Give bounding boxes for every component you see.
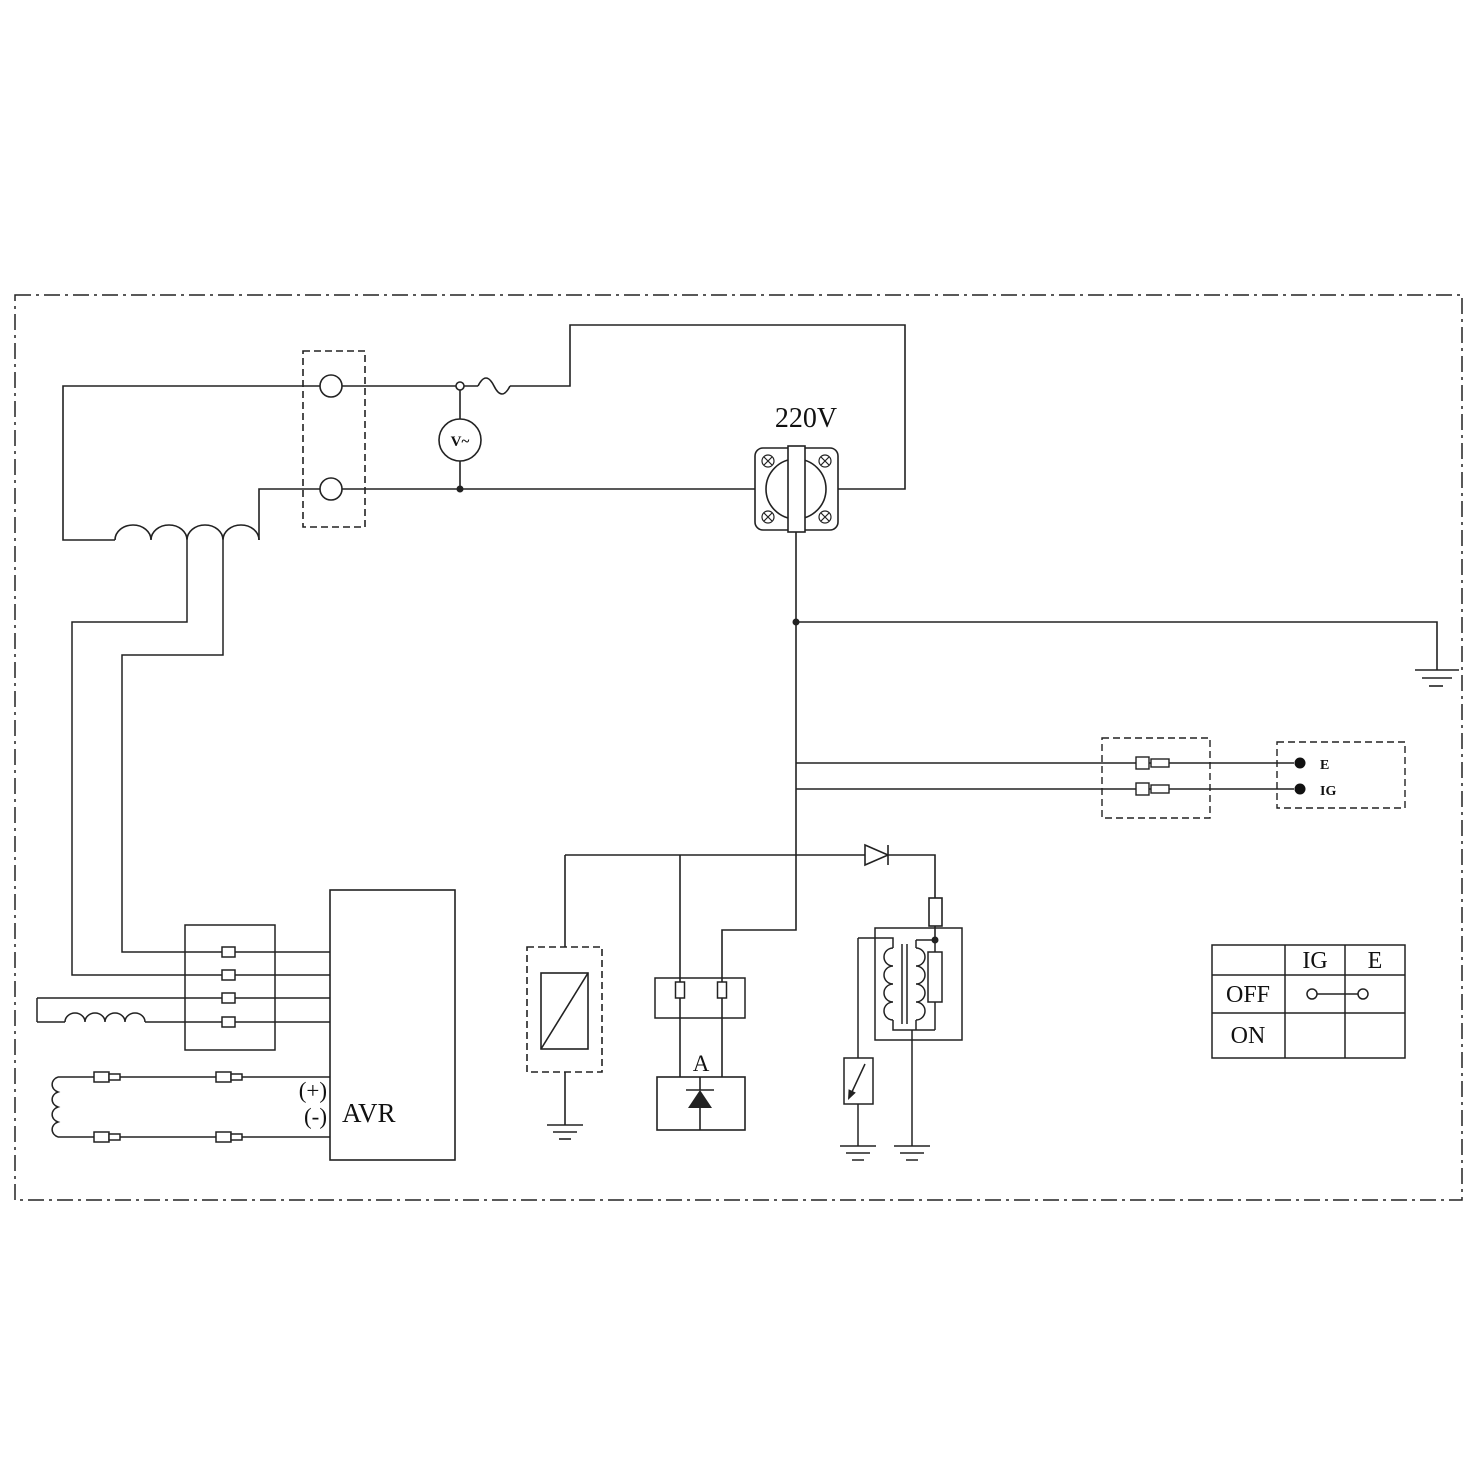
diode-icon — [864, 843, 891, 867]
earth-rail — [796, 621, 1459, 687]
fuse-icon — [477, 377, 511, 395]
diode-icon — [688, 1090, 712, 1108]
field-winding — [51, 1071, 330, 1143]
outlet-voltage-label: 220V — [775, 403, 837, 434]
rectifier-block — [526, 855, 603, 1140]
table-header-e: E — [1368, 948, 1383, 974]
main-vertical-wire — [721, 532, 800, 1077]
diagram-frame — [14, 294, 1463, 1201]
control-bus — [565, 854, 865, 1077]
top-wire — [342, 324, 906, 490]
spark-arrow-icon — [848, 1089, 856, 1100]
inline-fuse — [928, 897, 943, 927]
output-terminal-block — [302, 350, 366, 528]
table-header-ig: IG — [1302, 948, 1327, 974]
switch-contact-icon — [1306, 988, 1369, 1000]
ground-icon — [1415, 669, 1459, 687]
bottom-wire — [342, 485, 755, 493]
kill-switch-terminals — [1276, 741, 1406, 809]
avr-connector-block — [36, 540, 330, 1051]
ground-icon — [894, 1145, 930, 1161]
voltmeter-label: V~ — [451, 434, 470, 450]
voltmeter — [438, 390, 482, 489]
table-row-on: ON — [1231, 1023, 1266, 1049]
sense-winding — [64, 1012, 146, 1023]
outlet-220v — [754, 445, 839, 533]
terminal-e-label: E — [1320, 758, 1329, 773]
avr-plus-label: (+) — [299, 1078, 327, 1103]
ground-icon — [840, 1145, 876, 1161]
spark-plug — [840, 938, 876, 1161]
diode-unit-a — [656, 1076, 746, 1131]
table-row-off: OFF — [1226, 982, 1270, 1008]
kill-switch-wires — [796, 762, 1294, 790]
resistor — [927, 951, 943, 1003]
charge-diode-branch — [864, 843, 943, 944]
avr-box — [329, 889, 456, 1161]
kill-switch-connector — [1101, 737, 1211, 819]
ignition-coil — [858, 927, 963, 1161]
stator-winding — [62, 385, 320, 541]
switch-table — [1211, 944, 1406, 1059]
terminal-ig-label: IG — [1320, 784, 1336, 799]
bullet-connector-icon — [93, 1071, 243, 1143]
outlet-blade — [787, 445, 806, 533]
diode-unit-label: A — [693, 1051, 710, 1076]
avr-minus-label: (-) — [304, 1104, 327, 1129]
ground-icon — [547, 1124, 583, 1140]
voltmeter-tap-node — [455, 381, 465, 391]
two-pin-connector — [654, 977, 746, 1019]
avr-label: AVR — [342, 1098, 396, 1128]
outlet-screw-icon — [761, 454, 832, 524]
